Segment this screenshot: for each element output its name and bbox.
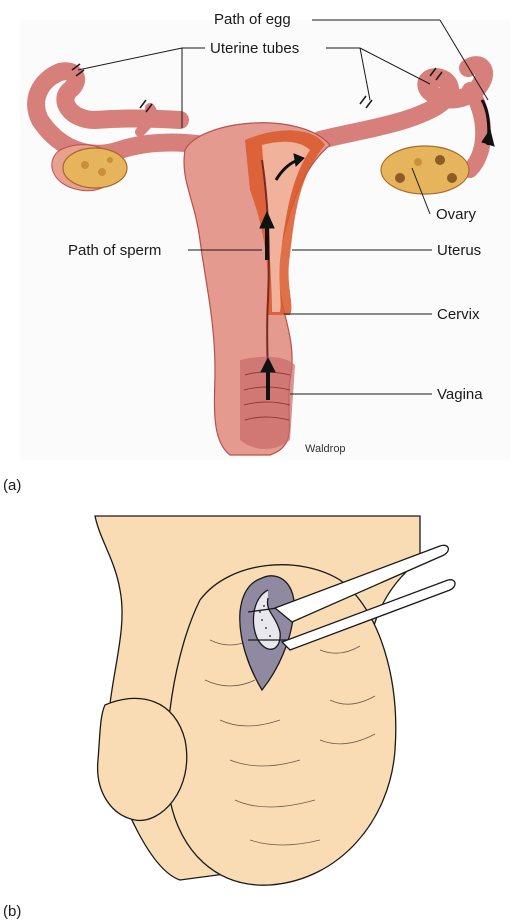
label-uterine-tubes: Uterine tubes bbox=[210, 40, 299, 57]
artist-signature: Waldrop bbox=[305, 443, 346, 455]
label-path-of-egg: Path of egg bbox=[214, 11, 291, 28]
label-cervix: Cervix bbox=[437, 306, 480, 323]
panel-a-letter: (a) bbox=[3, 477, 21, 494]
label-vagina: Vagina bbox=[437, 386, 483, 403]
panel-b-letter: (b) bbox=[3, 903, 21, 920]
label-path-of-sperm: Path of sperm bbox=[68, 242, 161, 259]
panel-b-illustration bbox=[95, 516, 455, 885]
left-ovary bbox=[63, 148, 127, 188]
right-ovary bbox=[381, 146, 469, 194]
label-ovary: Ovary bbox=[436, 206, 477, 223]
label-uterus: Uterus bbox=[437, 242, 481, 259]
